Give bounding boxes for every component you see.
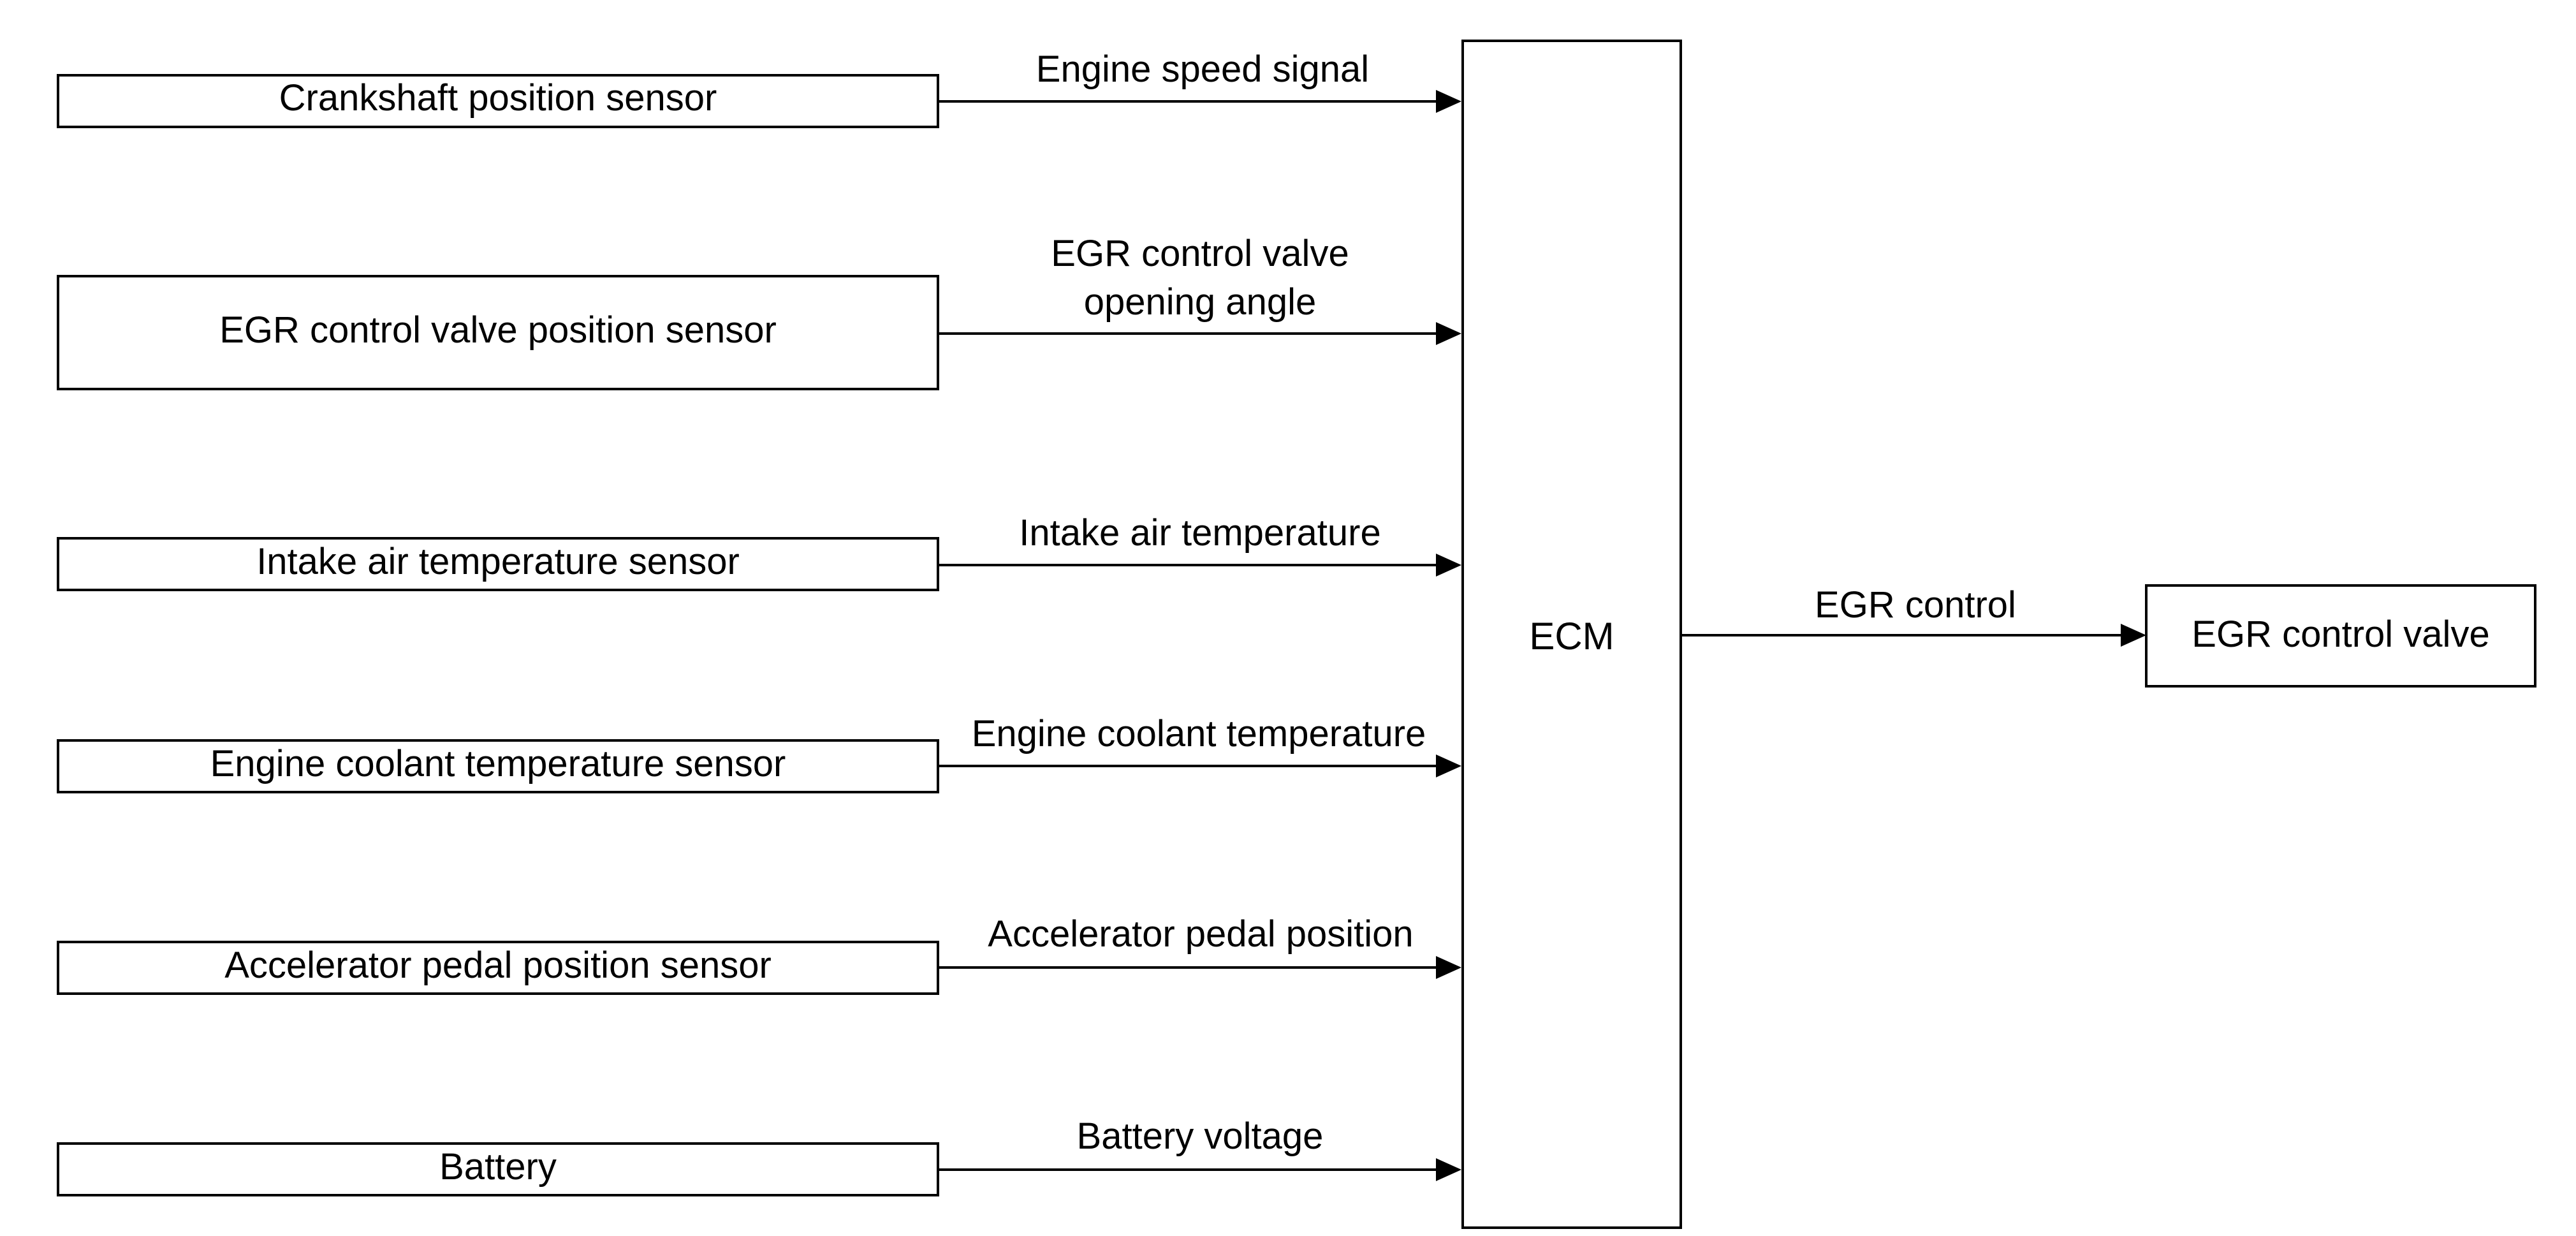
output-label: EGR control valve	[2192, 614, 2489, 655]
input-box-coolant	[57, 739, 939, 793]
arrowhead-coolant	[1436, 754, 1461, 777]
signal-label-engine-speed: Engine speed signal	[1036, 48, 1369, 90]
input-block-battery: Battery Battery voltage	[57, 1115, 1461, 1196]
input-label-crankshaft: Crankshaft position sensor	[279, 77, 717, 119]
arrowhead-egr-valve-position	[1436, 322, 1461, 345]
arrowhead-crankshaft	[1436, 90, 1461, 113]
signal-label-intake-air: Intake air temperature	[1019, 512, 1380, 554]
input-block-crankshaft: Crankshaft position sensor Engine speed …	[57, 48, 1461, 128]
input-label-coolant: Engine coolant temperature sensor	[210, 743, 786, 784]
input-block-coolant: Engine coolant temperature sensor Engine…	[57, 713, 1461, 793]
input-label-battery: Battery	[439, 1146, 557, 1188]
input-block-accelerator: Accelerator pedal position sensor Accele…	[57, 913, 1461, 995]
signal-label-egr-valve-line2: opening angle	[1084, 281, 1316, 323]
arrowhead-accelerator	[1436, 956, 1461, 979]
input-box-intake-air	[57, 537, 939, 591]
input-label-accelerator: Accelerator pedal position sensor	[224, 945, 772, 986]
ecm-block: ECM	[1461, 40, 1682, 1229]
input-box-crankshaft	[57, 74, 939, 128]
input-block-egr-valve-position: EGR control valve position sensor EGR co…	[57, 233, 1461, 390]
input-label-intake-air: Intake air temperature sensor	[256, 541, 740, 582]
input-box-egr-valve-position	[57, 275, 939, 390]
arrowhead-battery	[1436, 1158, 1461, 1181]
input-block-intake-air: Intake air temperature sensor Intake air…	[57, 512, 1461, 591]
input-label-egr-valve-position: EGR control valve position sensor	[219, 309, 777, 351]
output-signal-label: EGR control	[1815, 584, 2016, 626]
ecm-box	[1461, 40, 1682, 1229]
output-box	[2145, 584, 2536, 688]
signal-label-battery: Battery voltage	[1077, 1115, 1324, 1157]
signal-label-egr-valve-line1: EGR control valve	[1051, 233, 1349, 274]
ecm-label: ECM	[1529, 615, 1614, 658]
arrowhead-intake-air	[1436, 554, 1461, 577]
output-block: EGR control EGR control valve	[1681, 584, 2536, 688]
signal-label-coolant: Engine coolant temperature	[972, 713, 1426, 754]
signal-label-accelerator: Accelerator pedal position	[988, 913, 1413, 955]
output-arrowhead	[2121, 624, 2146, 647]
